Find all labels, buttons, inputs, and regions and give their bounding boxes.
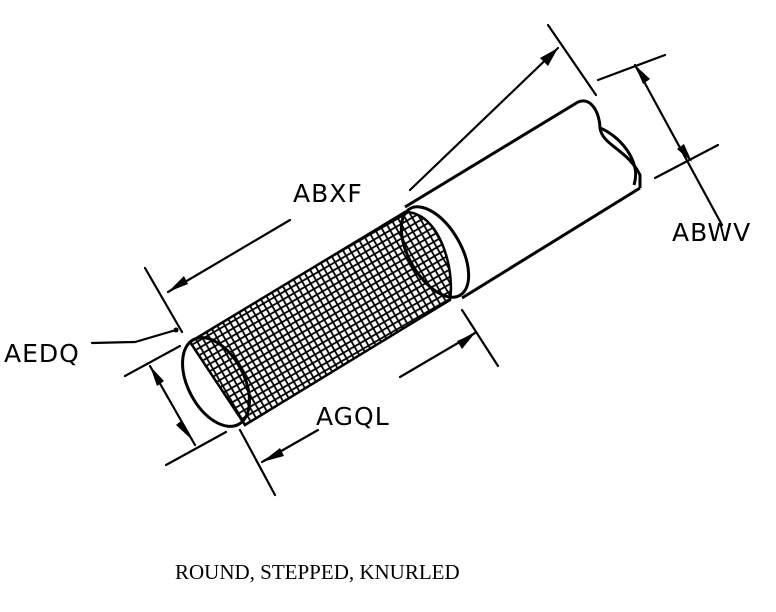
arrowhead-icon: [540, 48, 558, 66]
knurled-section: [181, 210, 453, 428]
arrowhead-icon: [457, 333, 475, 349]
label-abxf: ABXF: [293, 179, 363, 208]
arrowhead-icon: [262, 448, 284, 462]
dimension-abwv: ABWV: [596, 53, 751, 247]
arrowhead-icon: [168, 276, 188, 292]
dimension-agql: AGQL: [238, 308, 500, 497]
dimension-aedq: AEDQ: [4, 327, 228, 467]
label-aedq: AEDQ: [4, 339, 80, 368]
arrowhead-icon: [635, 65, 650, 84]
diagram-caption: ROUND, STEPPED, KNURLED: [175, 560, 460, 584]
large-cylinder: [404, 99, 642, 300]
arrowhead-icon: [677, 144, 692, 162]
arrowhead-icon: [150, 366, 164, 386]
arrowhead-icon: [176, 420, 190, 438]
label-abwv: ABWV: [672, 218, 751, 247]
label-agql: AGQL: [316, 402, 390, 431]
dimension-abxf: ABXF: [143, 23, 598, 334]
